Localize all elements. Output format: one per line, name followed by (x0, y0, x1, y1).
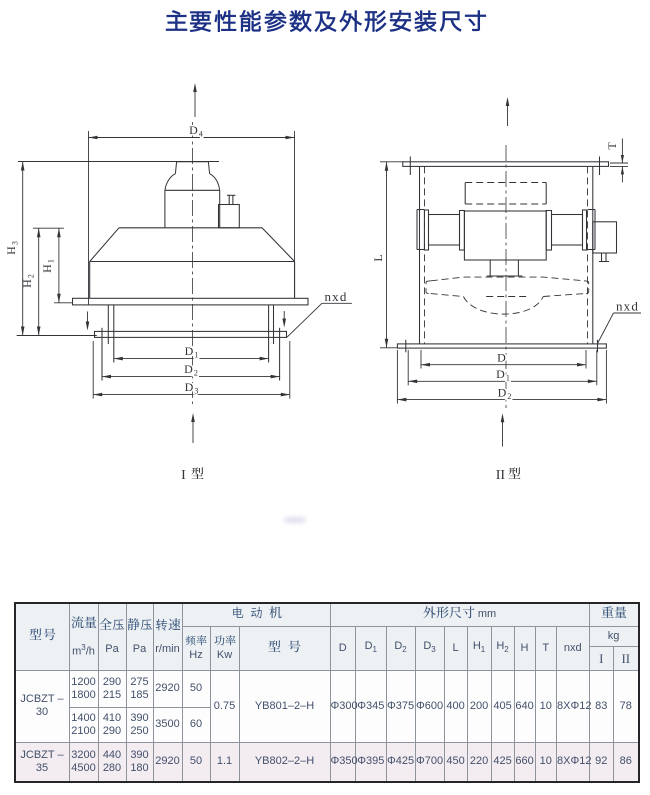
svg-text:D1: D1 (185, 344, 199, 360)
svg-text:D2: D2 (184, 362, 198, 378)
svg-text:I: I (181, 468, 186, 483)
svg-text:D3: D3 (185, 380, 199, 396)
svg-text:L: L (371, 254, 385, 261)
svg-text:D2: D2 (498, 386, 512, 402)
svg-text:H1: H1 (40, 259, 56, 273)
svg-text:D1: D1 (496, 367, 510, 383)
svg-text:nxd: nxd (324, 289, 347, 304)
svg-text:II: II (496, 468, 506, 483)
svg-text:D: D (497, 351, 506, 365)
svg-text:T: T (605, 142, 619, 150)
svg-text:nxd: nxd (616, 299, 639, 314)
svg-text:D4: D4 (189, 123, 203, 139)
svg-text:H3: H3 (4, 241, 20, 255)
